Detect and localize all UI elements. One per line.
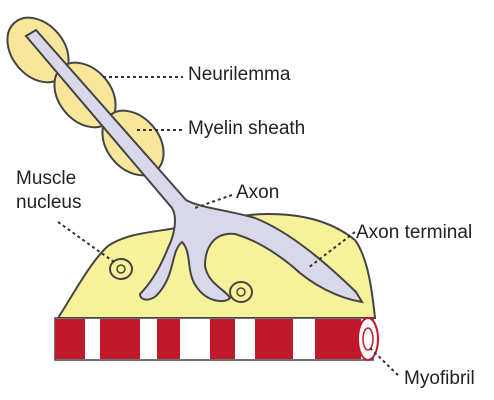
myofibril-leader <box>370 348 400 377</box>
muscle-nucleus-label-line1: Muscle <box>16 168 76 190</box>
myofibril-band <box>55 319 85 359</box>
axon-label: Axon <box>236 182 279 204</box>
myofibril-band <box>255 319 293 359</box>
muscle-nucleus-label-line2: nucleus <box>16 192 82 214</box>
myofibril-band <box>100 319 140 359</box>
myofibril-band <box>315 319 361 359</box>
muscle-nucleus-2 <box>230 282 252 302</box>
myofibril-band <box>210 319 235 359</box>
myofibril-band <box>157 319 180 359</box>
myofibril <box>55 318 378 360</box>
myelin-sheath-label: Myelin sheath <box>188 118 305 140</box>
axon-terminal-label: Axon terminal <box>356 222 472 244</box>
neurilemma-label: Neurilemma <box>188 64 290 86</box>
myofibril-label: Myofibril <box>404 368 475 390</box>
